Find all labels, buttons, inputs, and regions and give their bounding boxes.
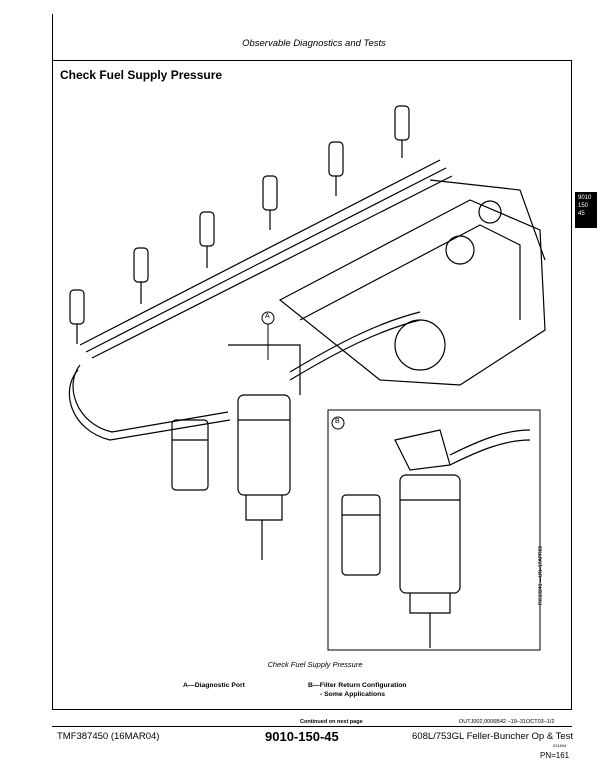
reference-code: OUTJ002,0006B42 –19–31OCT03–1/2 (459, 719, 555, 725)
manual-title: 608L/753GL Feller-Buncher Op & Test (412, 731, 574, 742)
legend-b-line-2: - Some Applications (320, 690, 386, 698)
legend-b-line-1: B—Filter Return Configuration (308, 682, 407, 689)
legend-a: A—Diagnostic Port (183, 682, 245, 689)
tab-line-1: 9010 (578, 195, 592, 201)
figure-side-code: RG13241 —UN–17APR02 (538, 545, 544, 605)
tiny-code: 031604 (553, 743, 567, 748)
top-margin-line (52, 14, 53, 60)
section-tab: 9010 150 45 (575, 192, 597, 228)
injector-group (69, 105, 410, 344)
callout-b-label: B (335, 418, 340, 425)
figure-frame (52, 60, 572, 710)
footer-rule (52, 726, 572, 727)
legend-b: B—Filter Return Configuration - Some App… (308, 682, 407, 699)
pn-number: PN=161 (540, 751, 570, 760)
callout-a-label: A (265, 313, 270, 320)
tab-line-3: 45 (578, 211, 585, 217)
continued-note: Continued on next page (300, 719, 363, 725)
page-number: 9010-150-45 (265, 729, 339, 744)
document-id: TMF387450 (16MAR04) (57, 731, 160, 742)
section-title: Check Fuel Supply Pressure (60, 68, 223, 82)
tab-line-2: 150 (578, 203, 589, 209)
running-header: Observable Diagnostics and Tests (242, 38, 386, 49)
figure-caption: Check Fuel Supply Pressure (267, 660, 363, 669)
